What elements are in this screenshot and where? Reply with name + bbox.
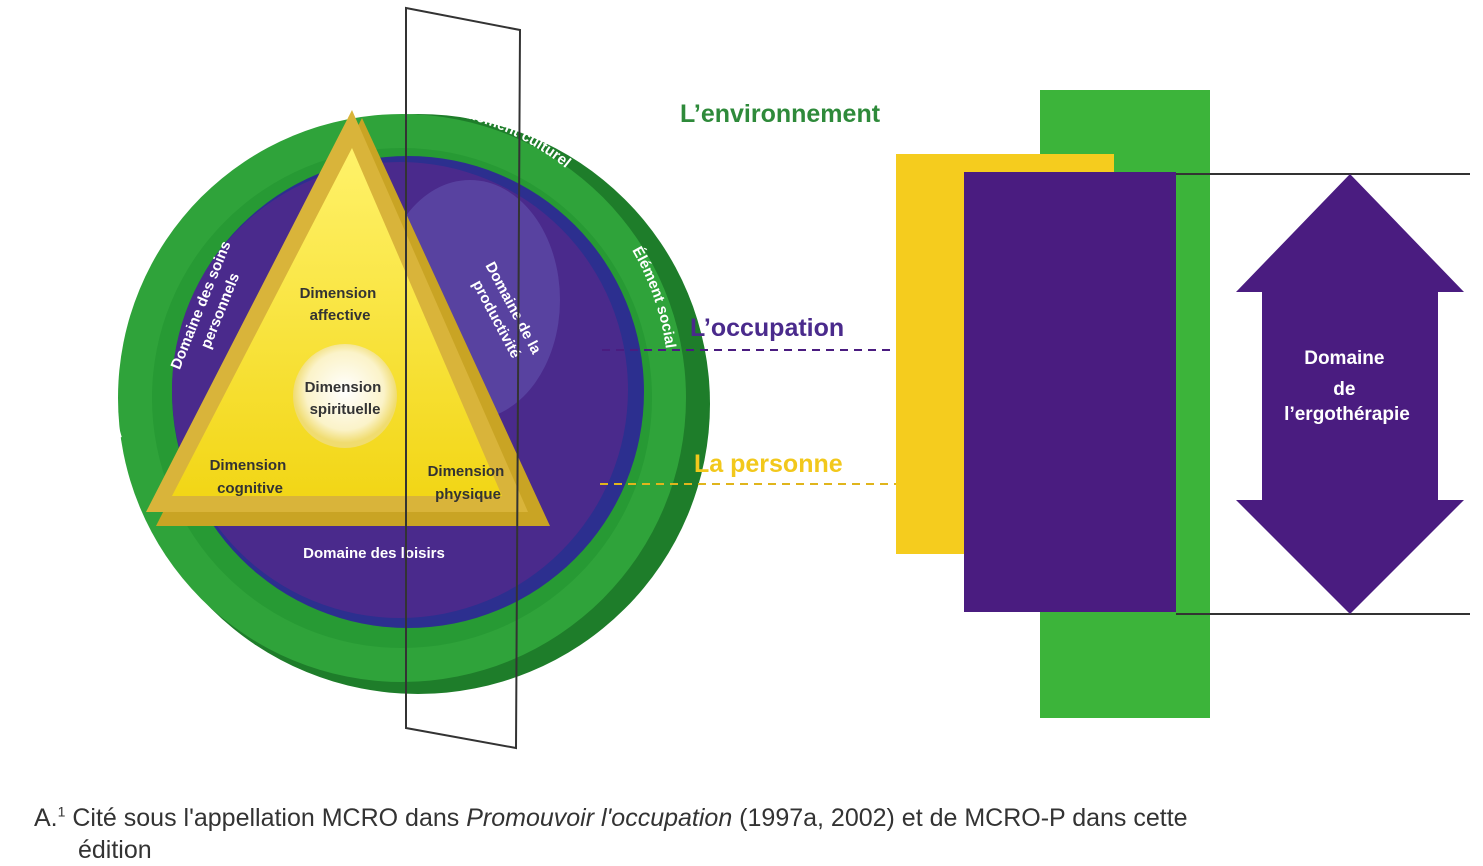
label-personne: La personne: [694, 450, 843, 478]
figure-caption: A.1 Cité sous l'appellation MCRO dans Pr…: [34, 802, 1464, 866]
label-dimension-affective: Dimension affective: [300, 285, 381, 324]
caption-text-after: (1997a, 2002) et de MCRO-P dans cette: [732, 804, 1188, 832]
occupation-bar: [964, 172, 1176, 612]
circle-model: Élément institutionnel Élément culturel …: [97, 6, 710, 750]
spiritual-dimension-circle: [293, 344, 397, 448]
caption-book-title: Promouvoir l'occupation: [466, 804, 733, 832]
ergotherapy-domain-arrow: [1236, 174, 1464, 614]
label-dimension-spirituelle: Dimension spirituelle: [305, 379, 386, 418]
side-model: Domaine de l’ergothérapie: [896, 90, 1470, 718]
label-environnement: L’environnement: [680, 100, 881, 128]
label-occupation: L’occupation: [690, 314, 844, 342]
label-dimension-physique: Dimension physique: [428, 463, 509, 503]
caption-prefix: A.: [34, 804, 58, 832]
cross-section-plane: [405, 6, 522, 750]
caption-text-before: Cité sous l'appellation MCRO dans: [65, 804, 467, 832]
person-triangle: [172, 148, 502, 496]
label-domaine-ergotherapie: Domaine de l’ergothérapie: [1284, 348, 1410, 425]
label-dimension-cognitive: Dimension cognitive: [210, 457, 291, 497]
label-domaine-loisirs: Domaine des loisirs: [303, 545, 445, 562]
caption-superscript: 1: [57, 803, 66, 820]
caption-continuation: édition: [78, 836, 152, 864]
